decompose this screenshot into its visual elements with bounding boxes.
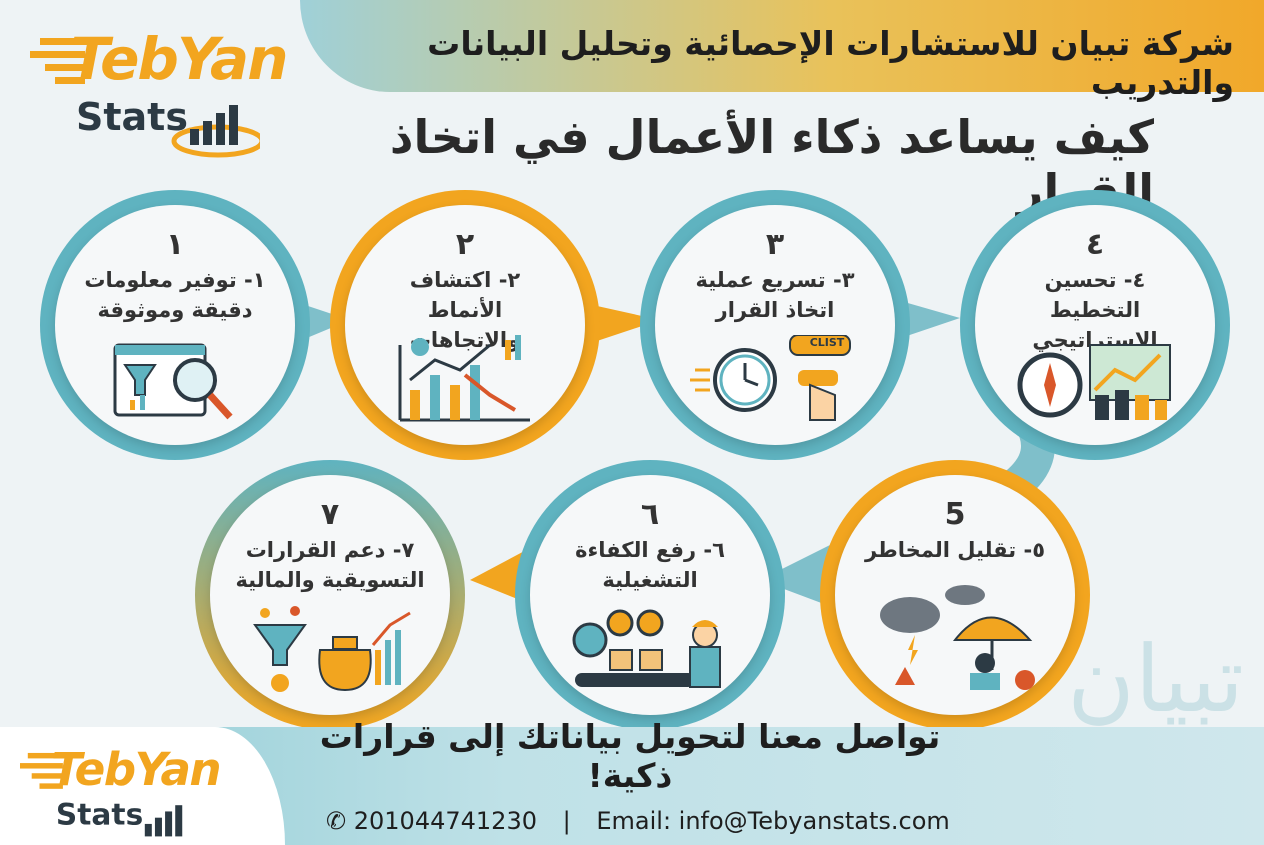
clock-click-icon [690,335,851,421]
clist-badge: CLIST [809,336,845,349]
step-label: ٥- تقليل المخاطر [864,538,1046,562]
calligraphy-watermark: تبيان [1067,626,1244,733]
tebyan-logo: TebYan Stats [30,15,288,165]
step-number: ٣ [765,227,785,262]
step-number: ٦ [640,497,660,532]
step-number: ١ [165,227,185,262]
search-analytics-icon [113,343,233,420]
speed-lines-icon [30,38,85,84]
step-number: ٢ [455,227,475,262]
bar-chart-logo-icon [171,105,260,158]
bar-chart-logo-icon [144,805,183,837]
step-number: 5 [944,497,966,532]
trend-charts-icon [398,335,530,422]
step-number: ٤ [1085,227,1105,262]
funnel-moneybag-icon [253,606,411,692]
logo-text-tebyan: TebYan [70,25,288,93]
call-to-action: تواصل معنا لتحويل بياناتك إلى قرارات ذكي… [319,717,941,795]
compass-chess-icon [1017,344,1171,420]
company-title: شركة تبيان للاستشارات الإحصائية وتحليل ا… [427,24,1234,102]
logo-text-tebyan: TebYan [51,742,221,796]
step-number: ٧ [320,497,340,532]
logo-text-stats: Stats [55,797,144,832]
contact-separator: | [562,807,571,835]
speed-lines-icon [20,752,63,789]
footer-tebyan-logo: TebYan Stats [20,735,222,845]
risk-umbrella-icon [880,585,1035,690]
contact-line: ✆ 201044741230 | Email: info@Tebyanstats… [326,807,950,835]
email-address[interactable]: Email: info@Tebyanstats.com [596,807,950,835]
logo-text-stats: Stats [76,95,188,139]
header-band [300,0,1264,92]
page-title: كيف يساعد ذكاء الأعمال في اتخاذ القرار [389,110,1154,218]
gears-conveyor-icon [572,609,721,688]
phone-number[interactable]: 201044741230 [353,807,537,835]
phone-icon: ✆ [326,807,347,835]
step-5-card: 5 ٥- تقليل المخاطر [835,475,1075,715]
